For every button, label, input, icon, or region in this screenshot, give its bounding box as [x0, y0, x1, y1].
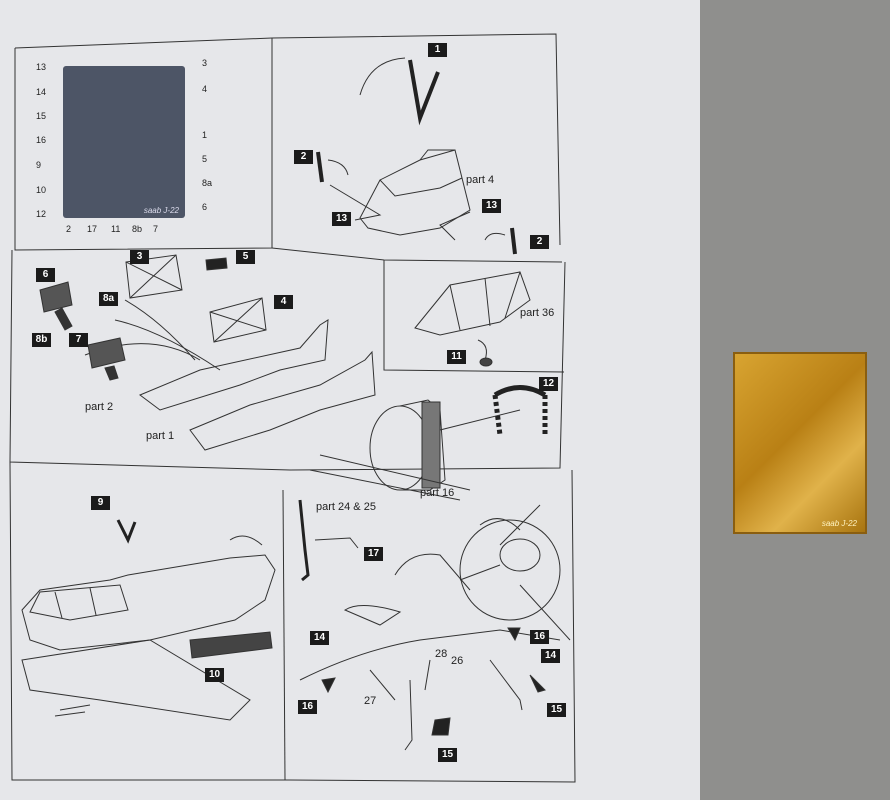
step-16-badge: 16 [530, 630, 549, 644]
caption-part-36: part 36 [520, 307, 555, 319]
fret-label: 15 [36, 111, 47, 121]
step-2-badge: 2 [294, 150, 313, 164]
panel-border-top [14, 33, 561, 246]
caption-part-27: 27 [364, 695, 377, 707]
step-11-badge: 11 [447, 350, 466, 364]
brass-fret: saab J-22 [733, 352, 867, 534]
step-10-badge: 10 [205, 668, 224, 682]
fret-label: 8a [202, 178, 213, 188]
fret-label: 3 [202, 58, 208, 68]
step-12-badge: 12 [539, 377, 558, 391]
fret-maker-label: saab J-22 [143, 206, 179, 215]
fret-label: 16 [36, 135, 47, 145]
seat-outline [359, 149, 471, 236]
panel-border-fret [14, 38, 273, 251]
fuselage-part1 [189, 350, 376, 451]
fret-label: 8b [132, 224, 143, 234]
step-14-badge: 14 [541, 649, 560, 663]
caption-part-4: part 4 [466, 174, 495, 186]
fret-label: 13 [36, 62, 47, 72]
fret-label: 6 [202, 202, 208, 212]
step-8a-badge: 8a [99, 292, 118, 306]
step-13-badge: 13 [482, 199, 501, 213]
fret-photo: saab J-22 [63, 66, 185, 218]
step-3-badge: 3 [130, 250, 149, 264]
caption-part-26: 26 [451, 655, 464, 667]
caption-part-24-25: part 24 & 25 [316, 501, 376, 513]
step-16-badge: 16 [298, 700, 317, 714]
fuselage-part2 [139, 319, 329, 411]
caption-part-16: part 16 [420, 487, 455, 499]
fret-label: 5 [202, 154, 208, 164]
step-2-badge: 2 [530, 235, 549, 249]
step-6-badge: 6 [36, 268, 55, 282]
caption-part-1: part 1 [146, 430, 175, 442]
step-8b-badge: 8b [32, 333, 51, 347]
step-7-badge: 7 [69, 333, 88, 347]
fret-label: 4 [202, 84, 208, 94]
step-15-badge: 15 [547, 703, 566, 717]
fret-label: 7 [153, 224, 159, 234]
fret-label: 9 [36, 160, 42, 170]
step-1-badge: 1 [428, 43, 447, 57]
fret-label: 17 [87, 224, 98, 234]
step-15-badge: 15 [438, 748, 457, 762]
brass-maker-label: saab J-22 [821, 519, 857, 528]
caption-part-28: 28 [435, 648, 448, 660]
fret-label: 12 [36, 209, 47, 219]
step-4-badge: 4 [274, 295, 293, 309]
step-14-badge: 14 [310, 631, 329, 645]
fret-label: 10 [36, 185, 47, 195]
panel-border-seat-bottom [271, 247, 563, 263]
step-13-badge: 13 [332, 212, 351, 226]
fret-label: 11 [111, 224, 121, 234]
aircraft-lower-left [21, 554, 276, 651]
fret-label: 2 [66, 224, 72, 234]
fret-label: 14 [36, 87, 47, 97]
fret-label: 1 [202, 130, 208, 140]
step-17-badge: 17 [364, 547, 383, 561]
step-9-badge: 9 [91, 496, 110, 510]
step-5-badge: 5 [236, 250, 255, 264]
caption-part-2: part 2 [85, 401, 114, 413]
